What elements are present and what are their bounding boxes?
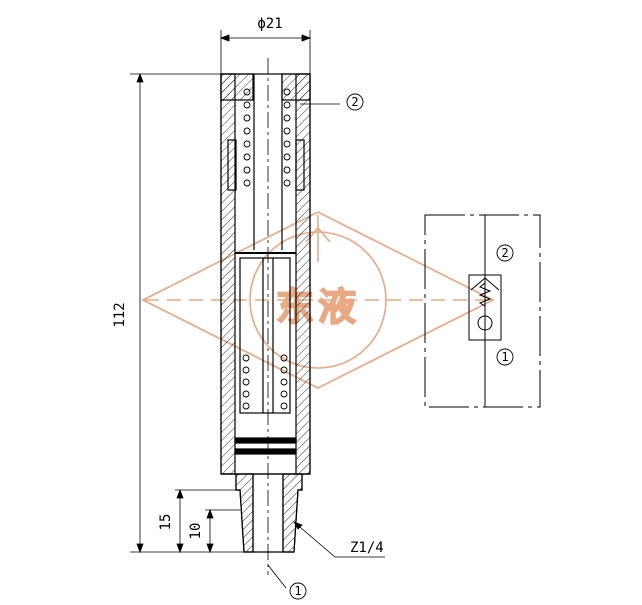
dim-thread-outer: 15 xyxy=(158,514,174,531)
symbol-port-2: 2 xyxy=(496,244,514,262)
right-wall xyxy=(295,73,311,475)
dim-thread-spec: Z1/4 xyxy=(350,540,384,556)
callout-1-label: 1 xyxy=(294,584,301,598)
symbol-port-1-label: 1 xyxy=(501,350,508,364)
right-pocket xyxy=(295,139,305,191)
symbol-ball xyxy=(477,315,493,331)
left-pocket xyxy=(227,139,237,191)
watermark-diamond-outline xyxy=(141,211,495,389)
symbol-valve-box xyxy=(468,274,502,341)
oring-groove-2 xyxy=(234,448,297,455)
lower-chamber xyxy=(239,257,291,414)
dimension-lines xyxy=(130,30,385,589)
dim-top-diameter: ϕ21 xyxy=(257,16,282,32)
symbol-spring xyxy=(478,282,492,307)
symbol-port-2-label: 2 xyxy=(501,246,508,260)
callout-1: 1 xyxy=(289,582,307,600)
symbol-port-1: 1 xyxy=(496,348,514,366)
valve-body xyxy=(220,73,311,553)
oring-groove-1 xyxy=(234,437,297,444)
symbol-seat xyxy=(470,277,500,291)
nozzle-right-hatch xyxy=(282,473,303,553)
nozzle-left-hatch xyxy=(235,473,254,553)
symbol-frame xyxy=(424,214,541,408)
callout-2: 2 xyxy=(346,93,364,111)
left-wall xyxy=(220,73,236,475)
top-cap-left xyxy=(220,73,254,101)
callout-2-label: 2 xyxy=(351,95,358,109)
upper-spring xyxy=(243,88,291,187)
watermark: 东液 xyxy=(141,211,495,389)
lower-spring xyxy=(242,354,288,410)
dim-total-length: 112 xyxy=(112,302,128,327)
top-cap-right xyxy=(281,73,311,101)
dim-thread-inner: 10 xyxy=(188,523,204,540)
hydraulic-symbol xyxy=(424,214,541,408)
watermark-text: 东液 xyxy=(276,285,360,329)
